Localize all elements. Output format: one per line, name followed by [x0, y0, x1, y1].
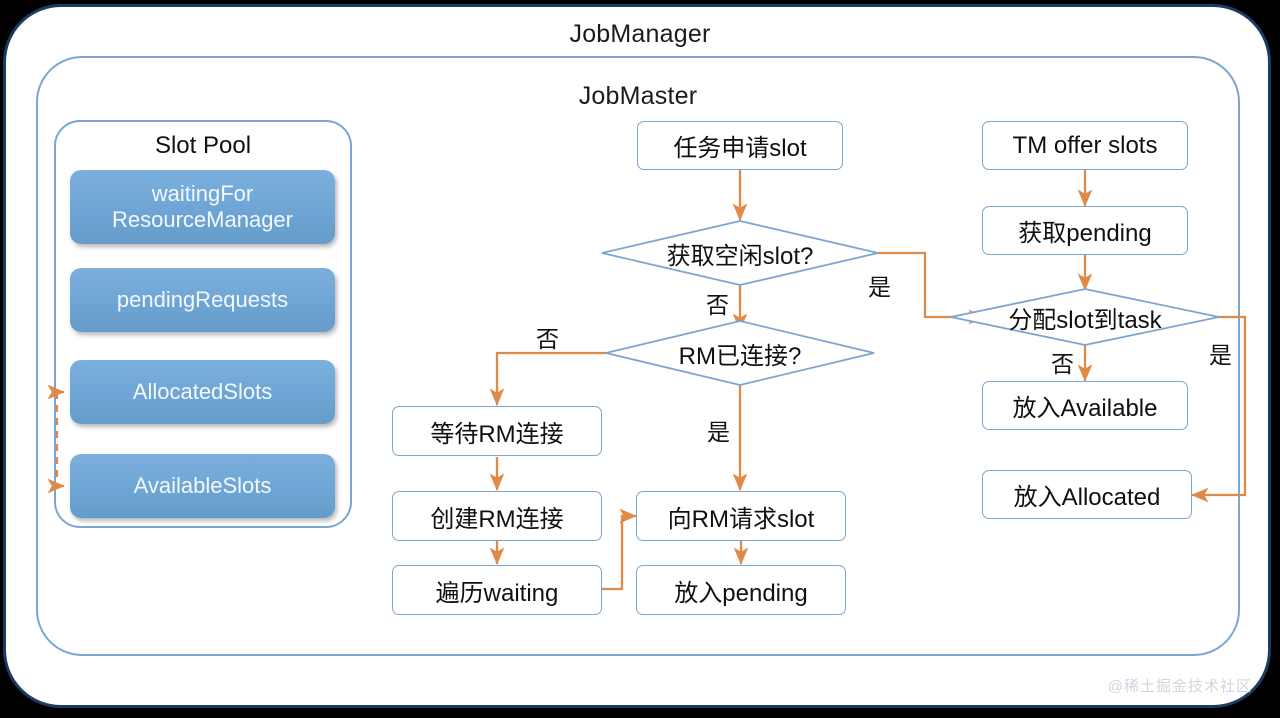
diamond-assign-slot-label-wrap: 分配slot到task: [951, 289, 1219, 345]
edge-rmconn-no-to-wait: [489, 351, 606, 406]
jobmaster-title: JobMaster: [578, 82, 698, 110]
node-traverse-waiting[interactable]: 遍历waiting: [392, 565, 602, 615]
node-put-into-available[interactable]: 放入Available: [982, 381, 1188, 430]
edge-label-rm-connected-no: 否: [536, 326, 559, 352]
node-task-request-slot[interactable]: 任务申请slot: [637, 121, 843, 170]
diamond-rm-connected-label: RM已连接?: [678, 342, 802, 370]
edge-label-assign-no: 否: [1051, 351, 1074, 377]
edge-traverse-to-requestslot: [602, 508, 637, 591]
edge-label-free-slot-yes: 是: [868, 274, 891, 300]
jobmanager-title: JobManager: [569, 20, 711, 48]
node-put-into-allocated[interactable]: 放入Allocated: [982, 470, 1192, 519]
diamond-rm-connected[interactable]: [605, 320, 875, 386]
slot-box-available-slots[interactable]: AvailableSlots: [70, 454, 335, 518]
edge-label-assign-yes: 是: [1209, 342, 1232, 368]
node-wait-rm-connect[interactable]: 等待RM连接: [392, 406, 602, 456]
diamond-get-free-slot-label-wrap: 获取空闲slot?: [602, 221, 878, 285]
slot-box-pending-requests[interactable]: pendingRequests: [70, 268, 335, 332]
diamond-rm-connected-label-wrap: RM已连接?: [606, 321, 874, 385]
slot-pool-title: Slot Pool: [154, 132, 252, 159]
node-put-into-pending[interactable]: 放入pending: [636, 565, 846, 615]
node-tm-offer-slots[interactable]: TM offer slots: [982, 121, 1188, 170]
diamond-get-free-slot[interactable]: [601, 220, 879, 286]
node-get-pending[interactable]: 获取pending: [982, 206, 1188, 255]
slot-box-waiting-label: waitingFor ResourceManager: [112, 181, 293, 233]
slot-box-waiting-line1: waitingFor: [151, 181, 254, 207]
watermark: @稀土掘金技术社区: [1107, 678, 1252, 695]
edge-label-rm-connected-yes: 是: [707, 419, 730, 445]
node-request-slot-from-rm[interactable]: 向RM请求slot: [636, 491, 846, 541]
diamond-assign-slot-label: 分配slot到task: [1008, 306, 1162, 334]
diamond-assign-slot-to-task[interactable]: [950, 288, 1220, 346]
node-create-rm-connect[interactable]: 创建RM连接: [392, 491, 602, 541]
jobmaster-frame: [36, 56, 1240, 656]
slot-box-waiting-line2: ResourceManager: [112, 207, 293, 232]
slot-box-allocated-slots[interactable]: AllocatedSlots: [70, 360, 335, 424]
diamond-get-free-slot-label: 获取空闲slot?: [666, 242, 814, 270]
edge-label-free-slot-no: 否: [706, 292, 729, 318]
slot-box-waiting-for-resource-manager[interactable]: waitingFor ResourceManager: [70, 170, 335, 244]
